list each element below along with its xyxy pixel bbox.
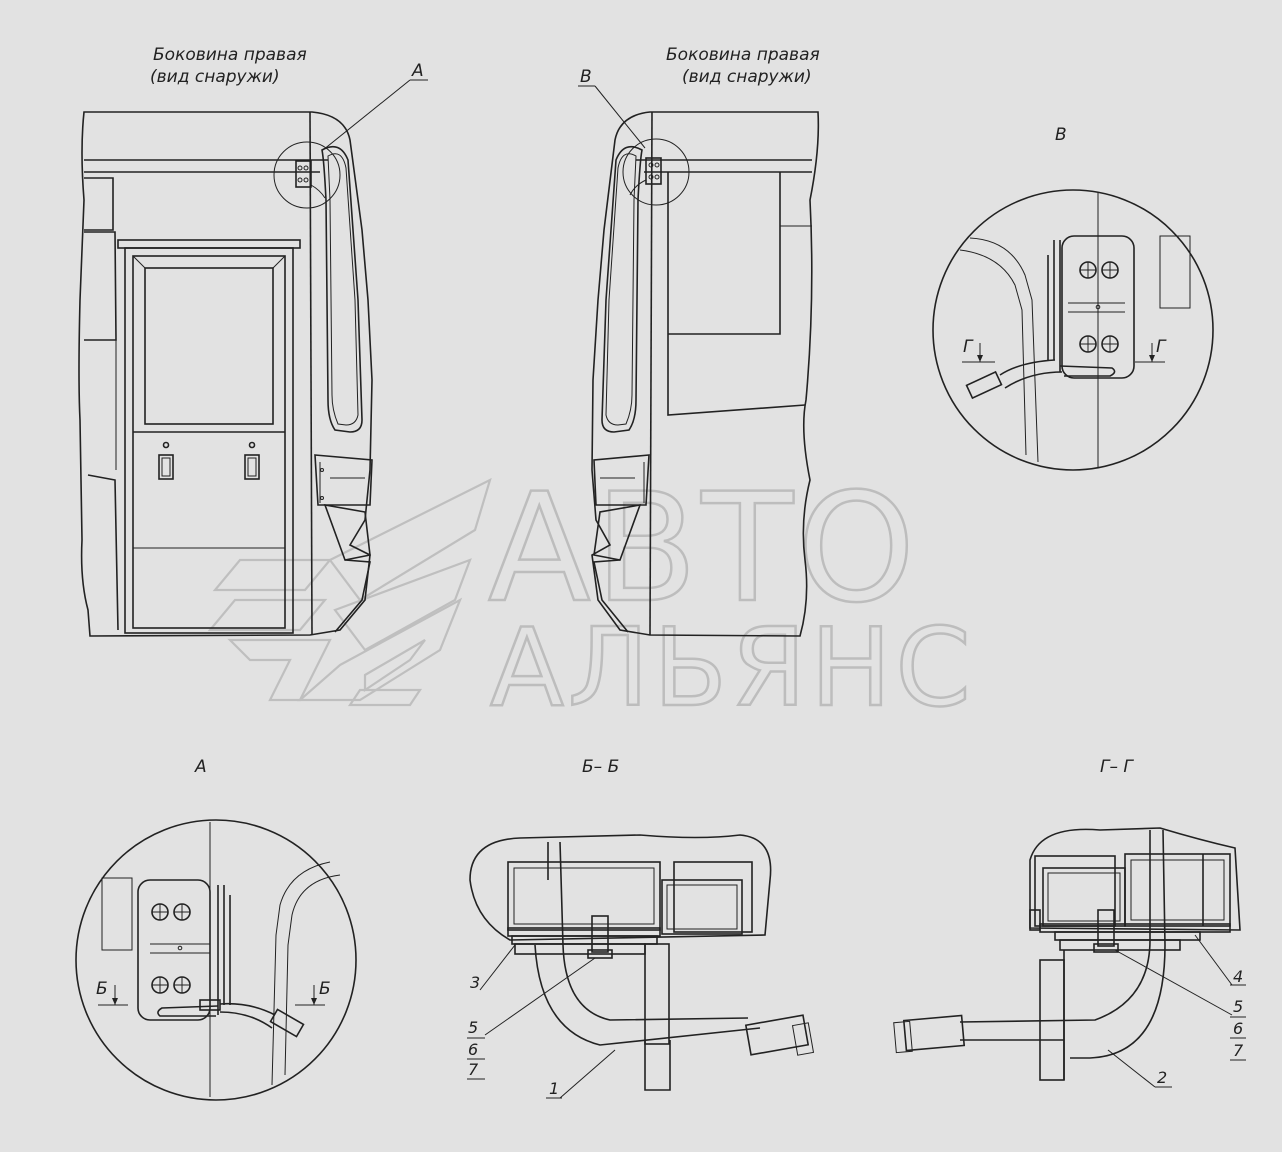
watermark-line1: АВТО (488, 462, 919, 636)
position-5-bb: 5 (468, 1018, 478, 1037)
right-view-caption-line2: (вид снаружи) (682, 67, 812, 87)
right-side-view: Боковина правая (вид снаружи) В (578, 45, 820, 637)
position-6-gg: 6 (1233, 1019, 1243, 1038)
callout-a-label: А (411, 61, 424, 81)
watermark: АВТО АЛЬЯНС (207, 461, 975, 732)
section-mark-b-left: Б (96, 979, 108, 999)
position-7-bb: 7 (468, 1060, 479, 1079)
detail-a: А Б Б (75, 757, 357, 1101)
callout-a-circle (273, 141, 341, 209)
left-view-caption-line1: Боковина правая (153, 45, 307, 65)
right-view-caption-line1: Боковина правая (666, 45, 820, 65)
position-2: 2 (1157, 1068, 1167, 1087)
section-mark-g-right: Г (1156, 337, 1167, 357)
section-gg: Г– Г 4 5 6 7 2 (893, 757, 1246, 1088)
position-6-bb: 6 (468, 1040, 478, 1059)
section-mark-g-left: Г (963, 337, 974, 357)
detail-v-title: В (1055, 125, 1067, 145)
detail-a-circle (75, 819, 357, 1101)
position-1: 1 (549, 1079, 559, 1098)
left-view-caption-line2: (вид снаружи) (150, 67, 280, 87)
position-7-gg: 7 (1233, 1041, 1244, 1060)
callout-v-label: В (580, 67, 592, 87)
position-4: 4 (1233, 967, 1243, 986)
section-bb-title: Б– Б (582, 757, 619, 777)
detail-v: В Г Г (932, 125, 1214, 471)
left-side-view: Боковина правая (вид снаружи) А (78, 45, 428, 637)
watermark-logo-icon (207, 477, 492, 707)
watermark-line2: АЛЬЯНС (490, 606, 975, 731)
position-5-gg: 5 (1233, 997, 1243, 1016)
section-bb: Б– Б 3 5 6 (467, 757, 815, 1099)
section-mark-b-right: Б (319, 979, 331, 999)
position-3: 3 (470, 973, 480, 992)
section-gg-title: Г– Г (1100, 757, 1134, 777)
detail-a-title: А (194, 757, 207, 777)
detail-v-circle (932, 189, 1214, 471)
